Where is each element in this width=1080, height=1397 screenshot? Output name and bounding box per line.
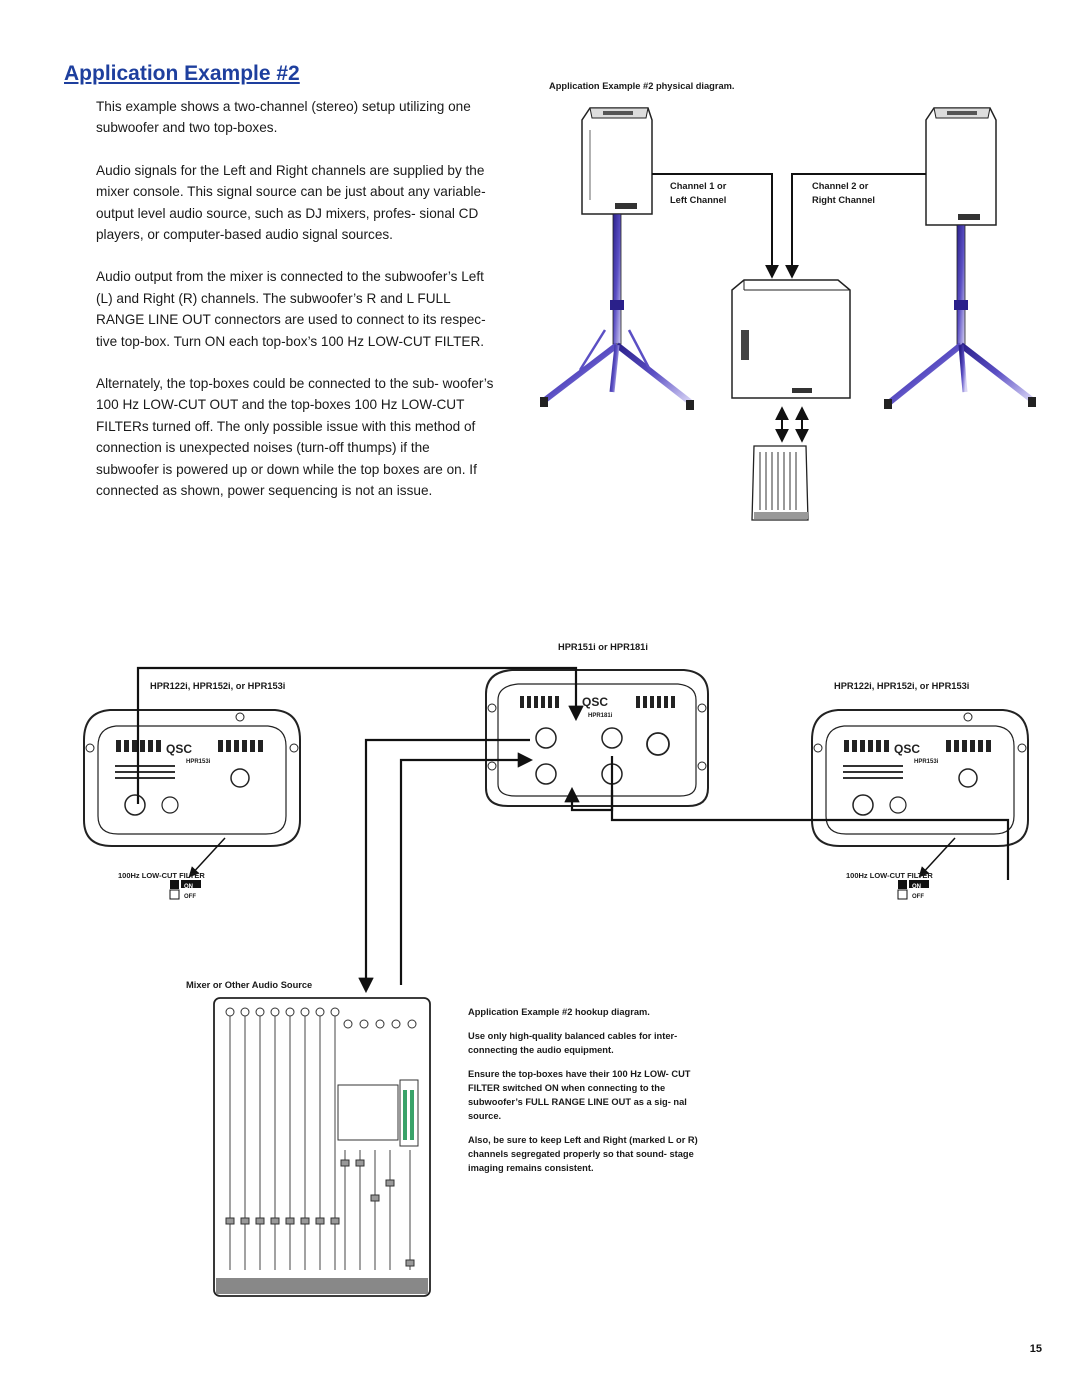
left-topbox-panel (83, 709, 301, 847)
small-mixer (751, 445, 809, 521)
paragraph: Alternately, the top-boxes could be conn… (96, 376, 494, 499)
physical-signal-lines (652, 173, 926, 443)
mixer-label: Mixer or Other Audio Source (186, 980, 313, 990)
left-panel-model: HPR153i (186, 759, 211, 765)
channel2-label: Channel 2 or (812, 181, 869, 191)
left-filter-label: 100Hz LOW-CUT FILTER (118, 871, 205, 880)
right-topbox-speaker (925, 107, 997, 226)
right-topbox-panel (811, 709, 1029, 847)
page-number: 15 (1029, 1343, 1042, 1355)
right-speaker-stand (884, 224, 1036, 409)
subwoofer-cabinet (731, 279, 851, 399)
right-panel-brand: QSC (894, 742, 921, 756)
channel1-sublabel: Left Channel (670, 195, 727, 205)
right-filter-on: ON (912, 884, 921, 890)
hookup-caption-p1: Use only high-quality balanced cables fo… (468, 1031, 678, 1055)
large-mixer (213, 997, 431, 1297)
hookup-caption: Application Example #2 hookup diagram. U… (468, 1005, 718, 1185)
sub-panel-brand: QSC (582, 695, 609, 709)
left-filter-off: OFF (184, 894, 196, 900)
left-panel-brand: QSC (166, 742, 193, 756)
right-topbox-model-label: HPR122i, HPR152i, or HPR153i (834, 681, 970, 691)
hookup-caption-title: Application Example #2 hookup diagram. (468, 1007, 650, 1017)
paragraph: This example shows a two-channel (stereo… (96, 99, 471, 136)
right-panel-model: HPR153i (914, 759, 939, 765)
sub-panel-model: HPR181i (588, 713, 613, 719)
left-speaker-stand (540, 213, 694, 410)
subwoofer-panel (485, 669, 709, 807)
channel2-sublabel: Right Channel (812, 195, 876, 205)
right-filter-label: 100Hz LOW-CUT FILTER (846, 871, 933, 880)
subwoofer-model-label: HPR151i or HPR181i (558, 642, 648, 652)
low-cut-switch-left (169, 880, 201, 900)
hookup-caption-p2: Ensure the top-boxes have their 100 Hz L… (468, 1069, 691, 1121)
page-title: Application Example #2 (64, 62, 300, 85)
left-topbox-speaker (581, 107, 653, 215)
left-filter-on: ON (184, 884, 193, 890)
physical-diagram-caption: Application Example #2 physical diagram. (549, 81, 735, 91)
right-filter-off: OFF (912, 894, 924, 900)
hookup-caption-p3: Also, be sure to keep Left and Right (ma… (468, 1135, 698, 1173)
hookup-signal-lines (136, 666, 1010, 994)
paragraph: Audio output from the mixer is connected… (96, 269, 486, 349)
channel1-label: Channel 1 or (670, 181, 727, 191)
paragraph: Audio signals for the Left and Right cha… (96, 162, 486, 243)
body-text: This example shows a two-channel (stereo… (96, 96, 496, 523)
low-cut-switch-right (897, 880, 929, 900)
left-topbox-model-label: HPR122i, HPR152i, or HPR153i (150, 681, 286, 691)
